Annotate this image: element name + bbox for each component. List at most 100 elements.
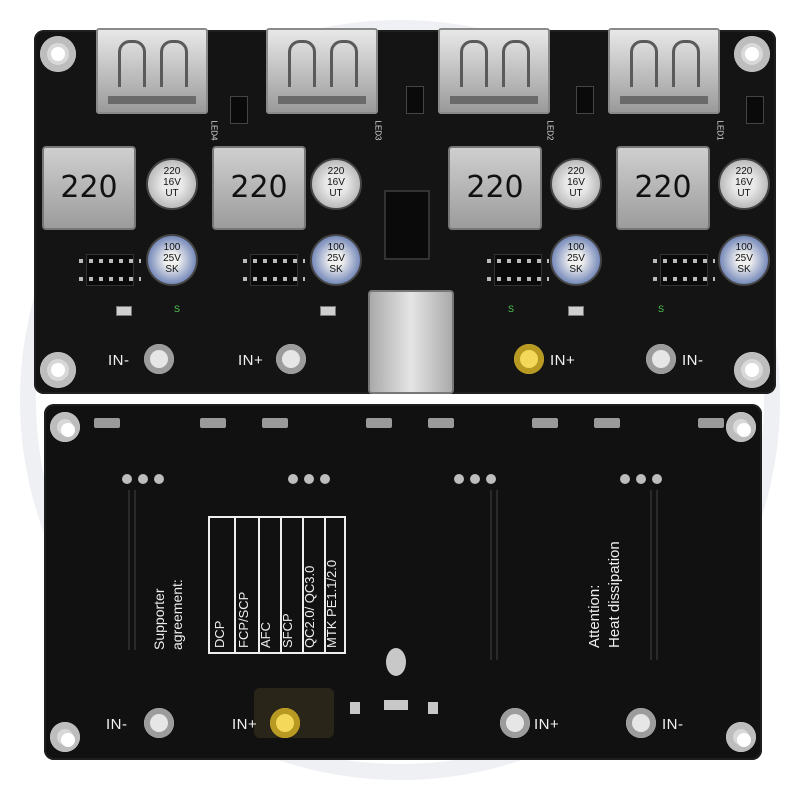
- pin-label: IN-: [108, 352, 130, 369]
- usb-c-port: [368, 290, 454, 394]
- solder-pad: [594, 418, 620, 428]
- electrolytic-capacitor: 100 25V SK: [146, 234, 198, 286]
- smd-label: S: [658, 304, 665, 314]
- mounting-hole: [734, 352, 770, 388]
- capacitor-label: 220 16V UT: [567, 166, 585, 199]
- electrolytic-capacitor: 220 16V UT: [718, 158, 770, 210]
- solder-pad: [200, 418, 226, 428]
- capacitor-label: 100 25V SK: [567, 242, 585, 275]
- inductor: 220: [616, 146, 710, 230]
- via: [154, 474, 164, 484]
- via: [320, 474, 330, 484]
- led-label: LED4: [209, 120, 219, 141]
- trace: [128, 490, 130, 650]
- pin-label: IN-: [682, 352, 704, 369]
- inductor: 220: [448, 146, 542, 230]
- test-pad: [428, 702, 438, 714]
- smd-component: [746, 96, 764, 124]
- controller-ic: [653, 254, 715, 286]
- solder-pad: [144, 708, 174, 738]
- inductor-label: 220: [230, 170, 288, 205]
- pcb-top-view: LED4 LED3 LED2 LED1 220 220 220 220 220 …: [34, 28, 776, 394]
- protocol-item: SFCP: [280, 613, 295, 648]
- electrolytic-capacitor: 220 16V UT: [310, 158, 362, 210]
- solder-pad: [144, 344, 174, 374]
- trace: [134, 490, 136, 650]
- via: [304, 474, 314, 484]
- mounting-hole: [734, 36, 770, 72]
- electrolytic-capacitor: 100 25V SK: [718, 234, 770, 286]
- capacitor-label: 220 16V UT: [327, 166, 345, 199]
- trace: [656, 490, 658, 660]
- protocol-table: [208, 516, 346, 654]
- solder-pad: [514, 344, 544, 374]
- controller-ic: [79, 254, 141, 286]
- solder-pad: [94, 418, 120, 428]
- pin-label: IN+: [550, 352, 576, 369]
- smd-component: [576, 86, 594, 114]
- via: [486, 474, 496, 484]
- solder-pad: [698, 418, 724, 428]
- pin-label: IN+: [534, 716, 560, 733]
- via: [636, 474, 646, 484]
- inductor-label: 220: [634, 170, 692, 205]
- via: [470, 474, 480, 484]
- usb-port: [608, 28, 720, 114]
- capacitor-label: 100 25V SK: [735, 242, 753, 275]
- solder-pad: [366, 418, 392, 428]
- protocol-item: AFC: [258, 622, 273, 648]
- via: [454, 474, 464, 484]
- via: [620, 474, 630, 484]
- test-pad: [350, 702, 360, 714]
- mounting-hole: [40, 36, 76, 72]
- mounting-hole: [40, 352, 76, 388]
- pin-label: IN+: [232, 716, 258, 733]
- test-pad: [386, 648, 406, 676]
- solder-pad: [626, 708, 656, 738]
- supporter-title: Supporter agreement:: [151, 579, 185, 650]
- capacitor-label: 100 25V SK: [327, 242, 345, 275]
- controller-ic: [487, 254, 549, 286]
- smd-component: [406, 86, 424, 114]
- protocol-item: DCP: [212, 620, 227, 648]
- solder-pad: [262, 418, 288, 428]
- via: [138, 474, 148, 484]
- mounting-hole: [50, 412, 80, 442]
- electrolytic-capacitor: 100 25V SK: [550, 234, 602, 286]
- solder-pad: [270, 708, 300, 738]
- protocol-item: MTK PE1.1/2.0: [324, 559, 339, 648]
- trace: [496, 490, 498, 660]
- solder-pad: [532, 418, 558, 428]
- inductor-label: 220: [60, 170, 118, 205]
- pin-label: IN-: [106, 716, 128, 733]
- capacitor-label: 100 25V SK: [163, 242, 181, 275]
- protocol-item: QC2.0/ QC3.0: [302, 565, 317, 648]
- smd-label: S: [508, 304, 515, 314]
- inductor: 220: [42, 146, 136, 230]
- mounting-hole: [50, 722, 80, 752]
- electrolytic-capacitor: 100 25V SK: [310, 234, 362, 286]
- smd-component: [230, 96, 248, 124]
- via: [652, 474, 662, 484]
- led-label: LED3: [373, 120, 383, 141]
- usb-port: [266, 28, 378, 114]
- electrolytic-capacitor: 220 16V UT: [146, 158, 198, 210]
- electrolytic-capacitor: 220 16V UT: [550, 158, 602, 210]
- smd-label: S: [174, 304, 181, 314]
- usb-port: [438, 28, 550, 114]
- smd-component: [320, 306, 336, 316]
- mounting-hole: [726, 722, 756, 752]
- led-label: LED1: [715, 120, 725, 141]
- capacitor-label: 220 16V UT: [735, 166, 753, 199]
- pin-label: IN-: [662, 716, 684, 733]
- inductor-label: 220: [466, 170, 524, 205]
- solder-pad: [500, 708, 530, 738]
- solder-pad: [428, 418, 454, 428]
- mosfet: [384, 190, 430, 260]
- smd-component: [116, 306, 132, 316]
- pin-label: IN+: [238, 352, 264, 369]
- controller-ic: [243, 254, 305, 286]
- trace: [650, 490, 652, 660]
- attention-title: Attention:: [586, 584, 603, 648]
